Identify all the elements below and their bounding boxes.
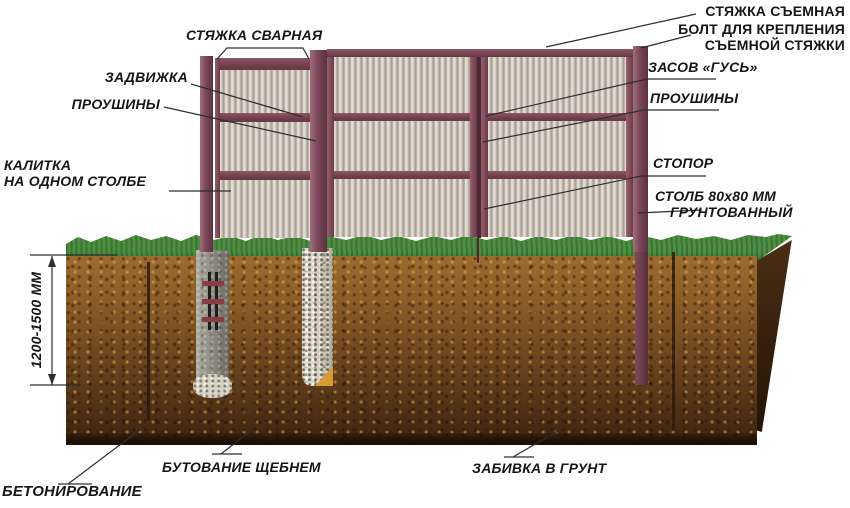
fence-leaf-right [481,57,633,237]
label-proushiny-right: ПРОУШИНЫ [650,90,739,106]
primed-end-post [633,46,648,252]
removable-tie-bar [327,49,633,59]
leaf-left-stile [481,57,488,237]
leaf-left-stile [327,57,334,237]
label-bolt-line1: БОЛТ ДЛЯ КРЕПЛЕНИЯ [678,21,845,37]
label-zadvizhka: ЗАДВИЖКА [104,69,188,85]
label-stolb-line1: СТОЛБ 80х80 ММ [655,188,777,204]
gate-corrugated-panel [219,68,310,238]
leaves-meeting-gap [477,57,481,238]
label-kalitka-line1: КАЛИТКА [4,157,72,173]
leader-styazhka-semnaya [545,13,697,48]
soil-cross-section [66,256,757,445]
leaf-corrugated-panel [481,57,633,237]
gate-side-post [200,56,213,252]
rebar-cross-bar [202,281,224,286]
fence-leaf-left [327,57,477,237]
label-butovanie: БУТОВАНИЕ ЩЕБНЕМ [162,459,321,475]
label-depth-dimension: 1200-1500 ММ [27,271,44,369]
gate-top-rail [215,58,310,70]
label-kalitka: КАЛИТКА НА ОДНОМ СТОЛБЕ [4,157,146,189]
label-kalitka-line2: НА ОДНОМ СТОЛБЕ [4,173,146,190]
label-betonirovanie: БЕТОНИРОВАНИЕ [2,483,142,500]
soil-bottom-edge [66,433,757,445]
label-stopor: СТОПОР [653,155,714,171]
label-bolt: БОЛТ ДЛЯ КРЕПЛЕНИЯ СЪЕМНОЙ СТЯЖКИ [678,21,845,53]
leaf-right-stile [470,57,477,237]
dimension-arrow-bottom [48,374,56,385]
leaf-middle-rail [327,113,477,121]
label-styazhka-semnaya: СТЯЖКА СЪЕМНАЯ [705,3,845,19]
rebar-cross-bar [202,317,224,322]
leaf-lower-rail [481,171,633,179]
driven-post-underground [635,250,648,385]
trench-edge-right [672,252,675,428]
gate-middle-rail [215,113,310,122]
concrete-footing [196,250,229,396]
wicket-gate [215,58,310,238]
label-zabivka: ЗАБИВКА В ГРУНТ [472,460,607,476]
label-stolb: СТОЛБ 80х80 ММ ГРУНТОВАННЫЙ [655,188,793,220]
single-hinge-post [310,50,327,252]
leaf-lower-rail [327,171,477,179]
trench-edge-left [147,262,150,420]
gravel-base-ring [193,374,232,398]
leaf-corrugated-panel [327,57,477,237]
gravel-footing [302,248,333,386]
latch-rod-underground [477,237,479,263]
label-bolt-line2: СЪЕМНОЙ СТЯЖКИ [704,37,845,54]
label-stolb-line2: ГРУНТОВАННЫЙ [670,204,793,221]
gate-lower-rail [215,171,310,180]
leaf-middle-rail [481,113,633,121]
label-proushiny-left: ПРОУШИНЫ [71,96,160,112]
leaf-right-stile [626,57,633,237]
dimension-arrow-top [48,256,56,267]
rebar-cross-bar [202,299,224,304]
label-styazhka-svarnaya: СТЯЖКА СВАРНАЯ [186,27,323,43]
label-zasov-gus: ЗАСОВ «ГУСЬ» [648,59,758,75]
soil-side-face [755,239,792,433]
post-anchor-rebar [202,272,224,330]
gate-left-stile [215,58,220,238]
